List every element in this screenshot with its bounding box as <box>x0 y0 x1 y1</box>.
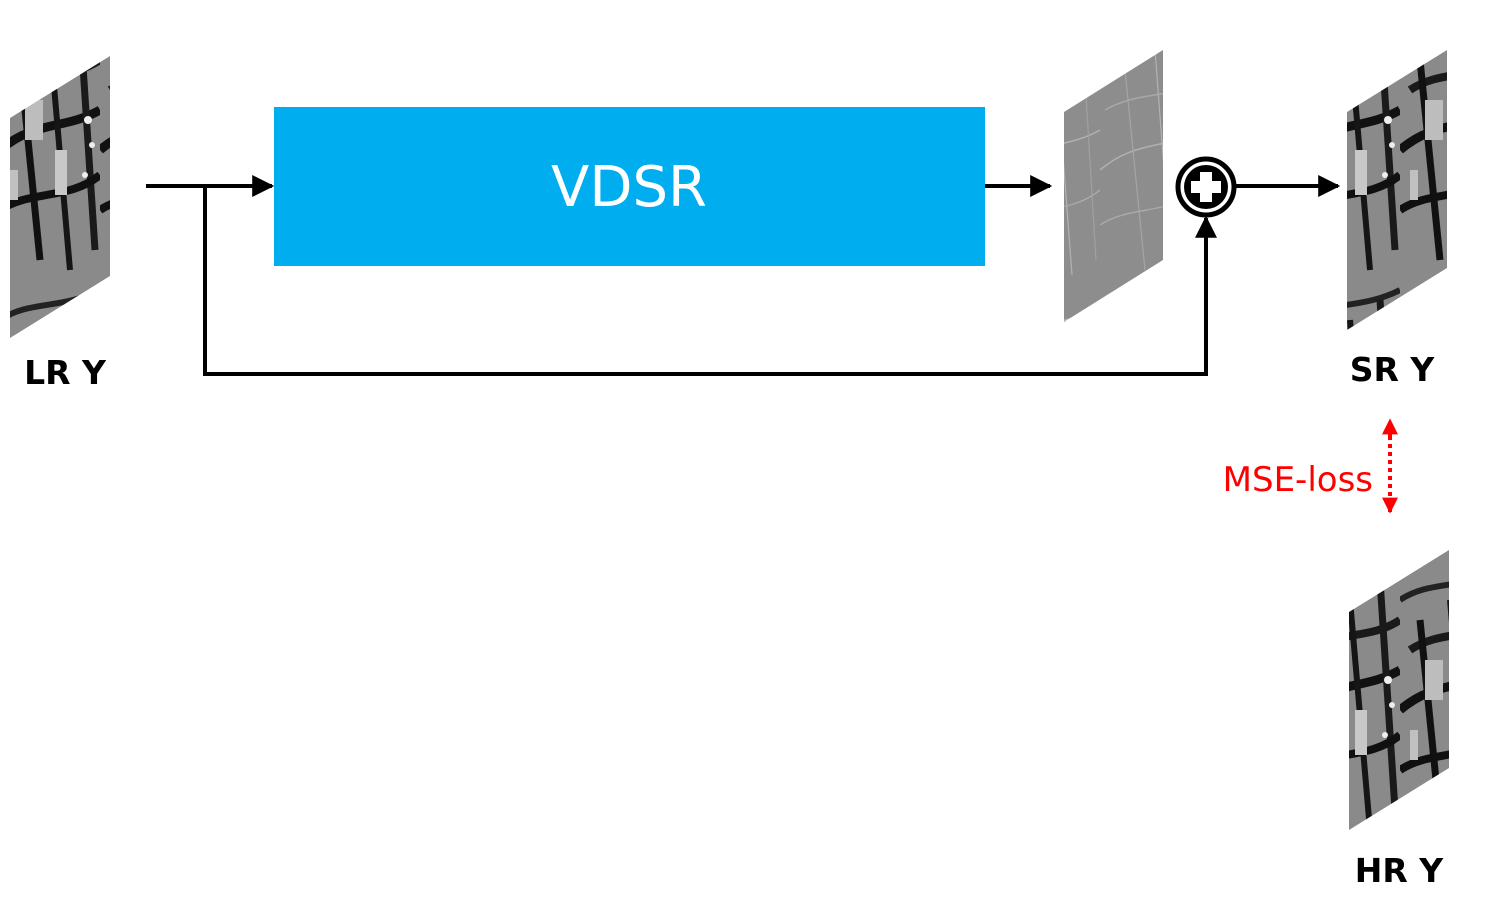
residual-image <box>1064 50 1163 322</box>
output-label: SR Y <box>1350 350 1436 389</box>
target-image <box>1349 550 1449 830</box>
target-label: HR Y <box>1355 851 1445 890</box>
vdsr-block <box>274 107 985 266</box>
mse-loss-label: MSE-loss <box>1223 460 1373 500</box>
output-image <box>1347 50 1447 330</box>
input-image <box>10 56 110 338</box>
plus-circle-icon <box>1175 156 1237 218</box>
vdsr-block-title: VDSR <box>551 155 707 220</box>
skip-connection <box>203 186 1217 376</box>
input-label: LR Y <box>24 353 107 392</box>
